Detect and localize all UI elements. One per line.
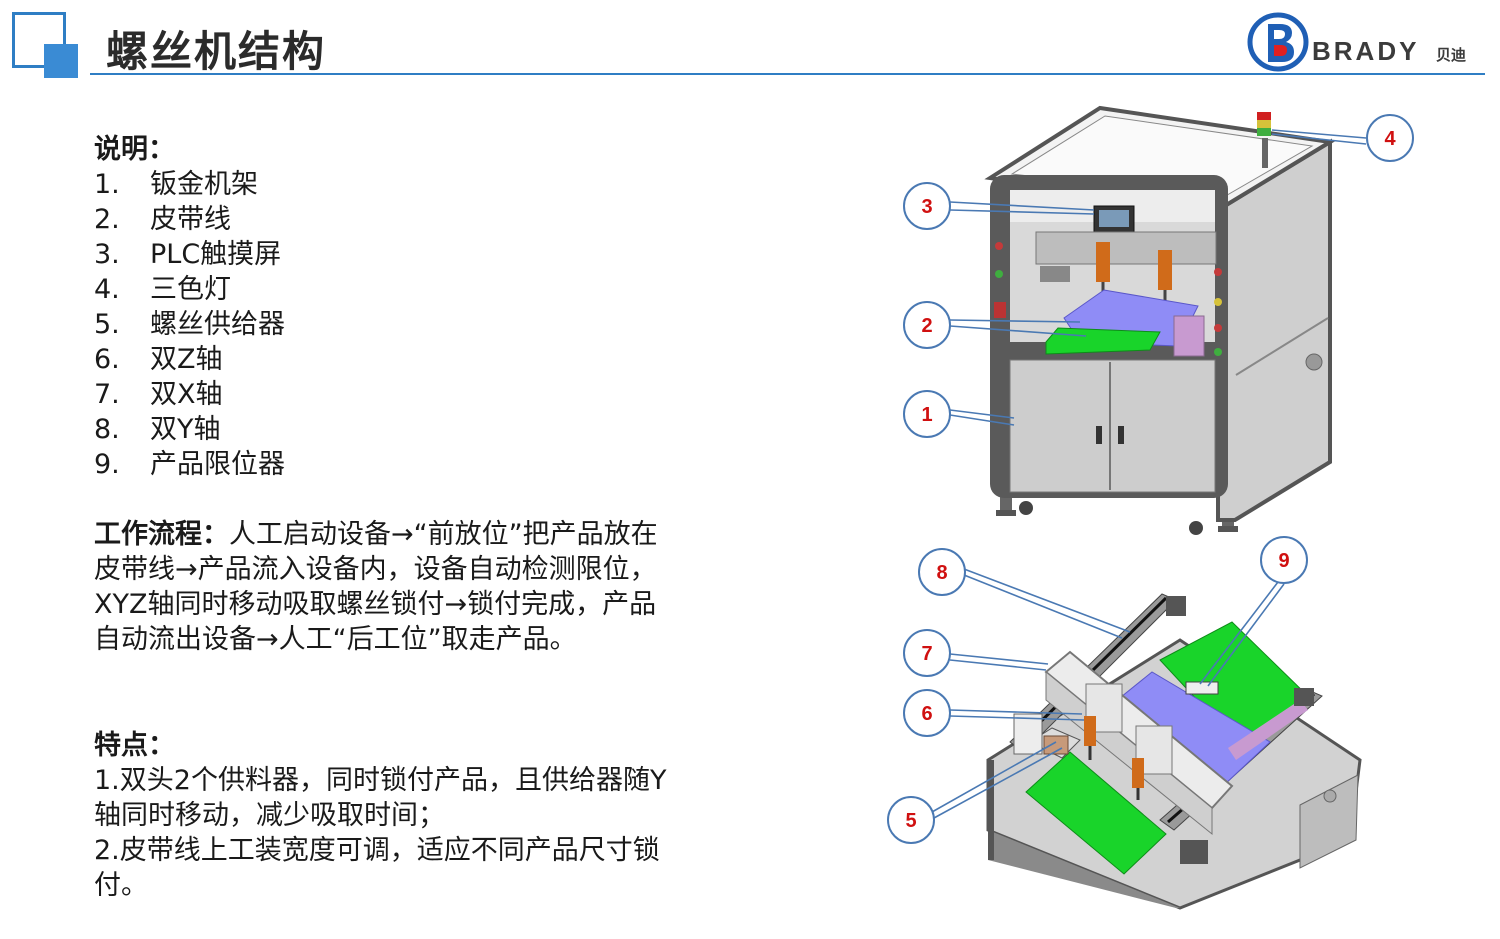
list-item: 7.双X轴 (94, 379, 223, 410)
callout-5: 5 (887, 796, 935, 844)
callout-3: 3 (903, 182, 951, 230)
svg-text:4: 4 (1384, 128, 1396, 150)
list-item: 3.PLC触摸屏 (94, 239, 282, 270)
features-heading: 特点： (94, 730, 175, 761)
svg-text:3: 3 (921, 196, 932, 218)
workflow-section: 工作流程：人工启动设备→“前放位”把产品放在皮带线→产品流入设备内，设备自动检测… (94, 517, 664, 657)
svg-text:6: 6 (921, 703, 932, 725)
logo-chinese: 贝迪 (1436, 46, 1467, 64)
svg-text:5: 5 (905, 810, 916, 832)
list-item: 9.产品限位器 (94, 449, 285, 480)
brady-logo-icon (1247, 12, 1309, 72)
workflow-heading: 工作流程： (94, 519, 229, 550)
list-item: 6.双Z轴 (94, 344, 223, 375)
list-item: 1.钣金机架 (94, 169, 258, 200)
callout-2: 2 (903, 301, 951, 349)
description-section: 说明： 1.钣金机架 2.皮带线 3.PLC触摸屏 4.三色灯 5.螺丝供给器 … (94, 132, 684, 482)
corner-square-filled (44, 44, 78, 78)
callout-6: 6 (903, 689, 951, 737)
features-section: 特点： 1.双头2个供料器，同时锁付产品，且供给器随Y轴同时移动，减少吸取时间；… (94, 728, 674, 903)
svg-text:7: 7 (921, 643, 932, 665)
machine-gantry-view (986, 593, 1362, 910)
callout-1: 1 (903, 390, 951, 438)
list-item: 8.双Y轴 (94, 414, 221, 445)
svg-text:8: 8 (936, 562, 947, 584)
svg-text:1: 1 (921, 404, 932, 426)
logo-wordmark: BRADY (1312, 36, 1420, 66)
list-item: 4.三色灯 (94, 274, 231, 305)
description-heading: 说明： (94, 134, 175, 165)
callout-8: 8 (918, 548, 966, 596)
callout-9: 9 (1260, 536, 1308, 584)
list-item: 5.螺丝供给器 (94, 309, 285, 340)
corner-square-outline (12, 12, 66, 68)
page-title: 螺丝机结构 (106, 27, 327, 76)
callout-4: 4 (1366, 114, 1414, 162)
callout-7: 7 (903, 629, 951, 677)
list-item: 2.皮带线 (94, 204, 231, 235)
title-underline (90, 73, 1485, 75)
svg-text:2: 2 (921, 315, 932, 337)
feature-line-2: 2.皮带线上工装宽度可调，适应不同产品尺寸锁付。 (94, 835, 660, 901)
workflow-text: 人工启动设备→“前放位”把产品放在皮带线→产品流入设备内，设备自动检测限位，XY… (94, 519, 658, 655)
feature-line-1: 1.双头2个供料器，同时锁付产品，且供给器随Y轴同时移动，减少吸取时间； (94, 765, 667, 831)
svg-text:9: 9 (1278, 550, 1289, 572)
